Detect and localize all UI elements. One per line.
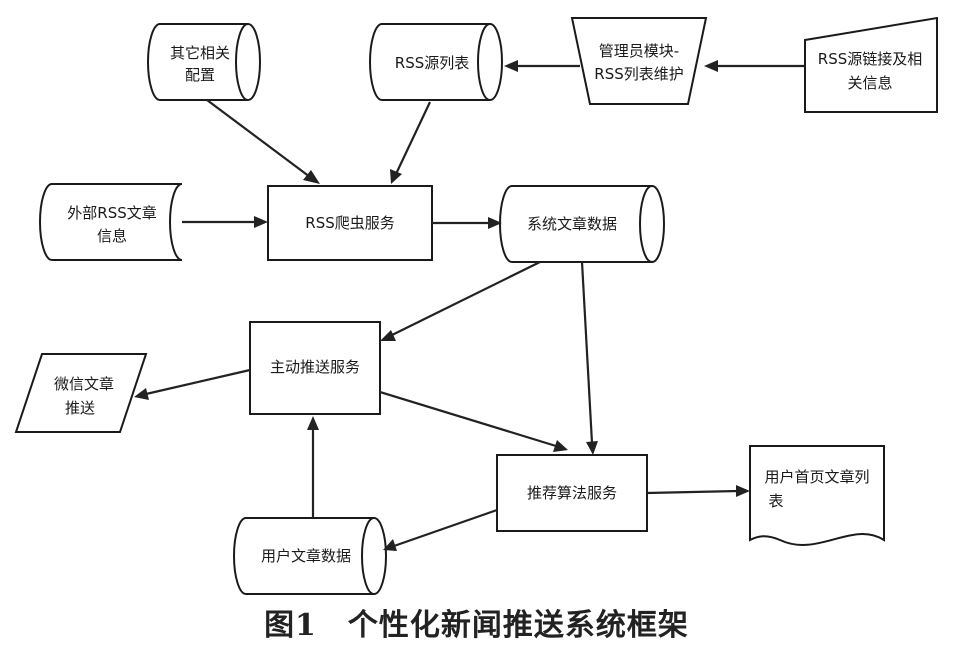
node-rss-source-list-label: RSS源列表 [395,54,469,72]
node-wechat-push-line1: 微信文章 [54,375,114,393]
node-recommend-service: 推荐算法服务 [496,454,648,532]
node-admin-module-line2: RSS列表维护 [594,65,683,83]
node-user-homepage-list-line1: 用户首页文章列 [764,468,869,486]
edge-active-push-to-recommend [379,390,568,452]
edge-user-data-to-active-push [307,416,319,518]
system-architecture-diagram: 其它相关 配置 RSS源列表 管理员模块- RSS列表维护 RSS源链接及相 关… [14,16,938,595]
edge-active-push-to-wechat [134,368,251,400]
node-external-rss-line1: 外部RSS文章 [67,204,156,222]
node-wechat-push: 微信文章 推送 [14,353,148,433]
node-active-push: 主动推送服务 [249,321,381,415]
edge-recommend-to-user-data [383,508,498,551]
edge-system-data-to-recommend [580,261,598,455]
edges [134,60,805,551]
node-system-article-data: 系统文章数据 [499,185,665,263]
node-rss-source-list: RSS源列表 [369,23,503,101]
node-rss-crawler: RSS爬虫服务 [267,185,433,261]
node-user-article-data: 用户文章数据 [233,517,387,595]
edge-system-data-to-active-push [380,261,541,341]
edge-external-to-crawler [182,216,268,228]
node-recommend-service-label: 推荐算法服务 [527,484,617,502]
node-other-config: 其它相关 配置 [147,23,261,101]
node-user-homepage-list-line2: 表 [768,492,783,510]
edge-crawler-to-system-data [432,217,502,229]
figure-caption: 图1 个性化新闻推送系统框架 [264,608,689,643]
node-rss-crawler-label: RSS爬虫服务 [305,214,394,232]
edge-rss-list-to-crawler [390,101,431,184]
node-active-push-label: 主动推送服务 [270,358,360,376]
node-system-article-data-label: 系统文章数据 [527,215,617,233]
node-user-article-data-label: 用户文章数据 [261,547,351,565]
edge-other-config-to-crawler [206,99,320,184]
node-external-rss: 外部RSS文章 信息 [39,183,183,261]
node-external-rss-line2: 信息 [97,227,127,245]
node-rss-link-info-line2: 关信息 [847,74,892,92]
node-user-homepage-list: 用户首页文章列 表 [749,445,885,546]
node-wechat-push-line2: 推送 [65,399,95,417]
node-rss-link-info: RSS源链接及相 关信息 [804,16,938,113]
edge-admin-to-rss-list [504,60,580,72]
node-admin-module: 管理员模块- RSS列表维护 [570,17,708,105]
edge-link-info-to-admin [704,60,805,72]
node-other-config-line1: 其它相关 [170,44,230,62]
edge-recommend-to-homepage [646,485,750,497]
node-other-config-line2: 配置 [185,66,215,84]
node-rss-link-info-line1: RSS源链接及相 [818,50,922,68]
node-admin-module-line1: 管理员模块- [599,42,679,60]
